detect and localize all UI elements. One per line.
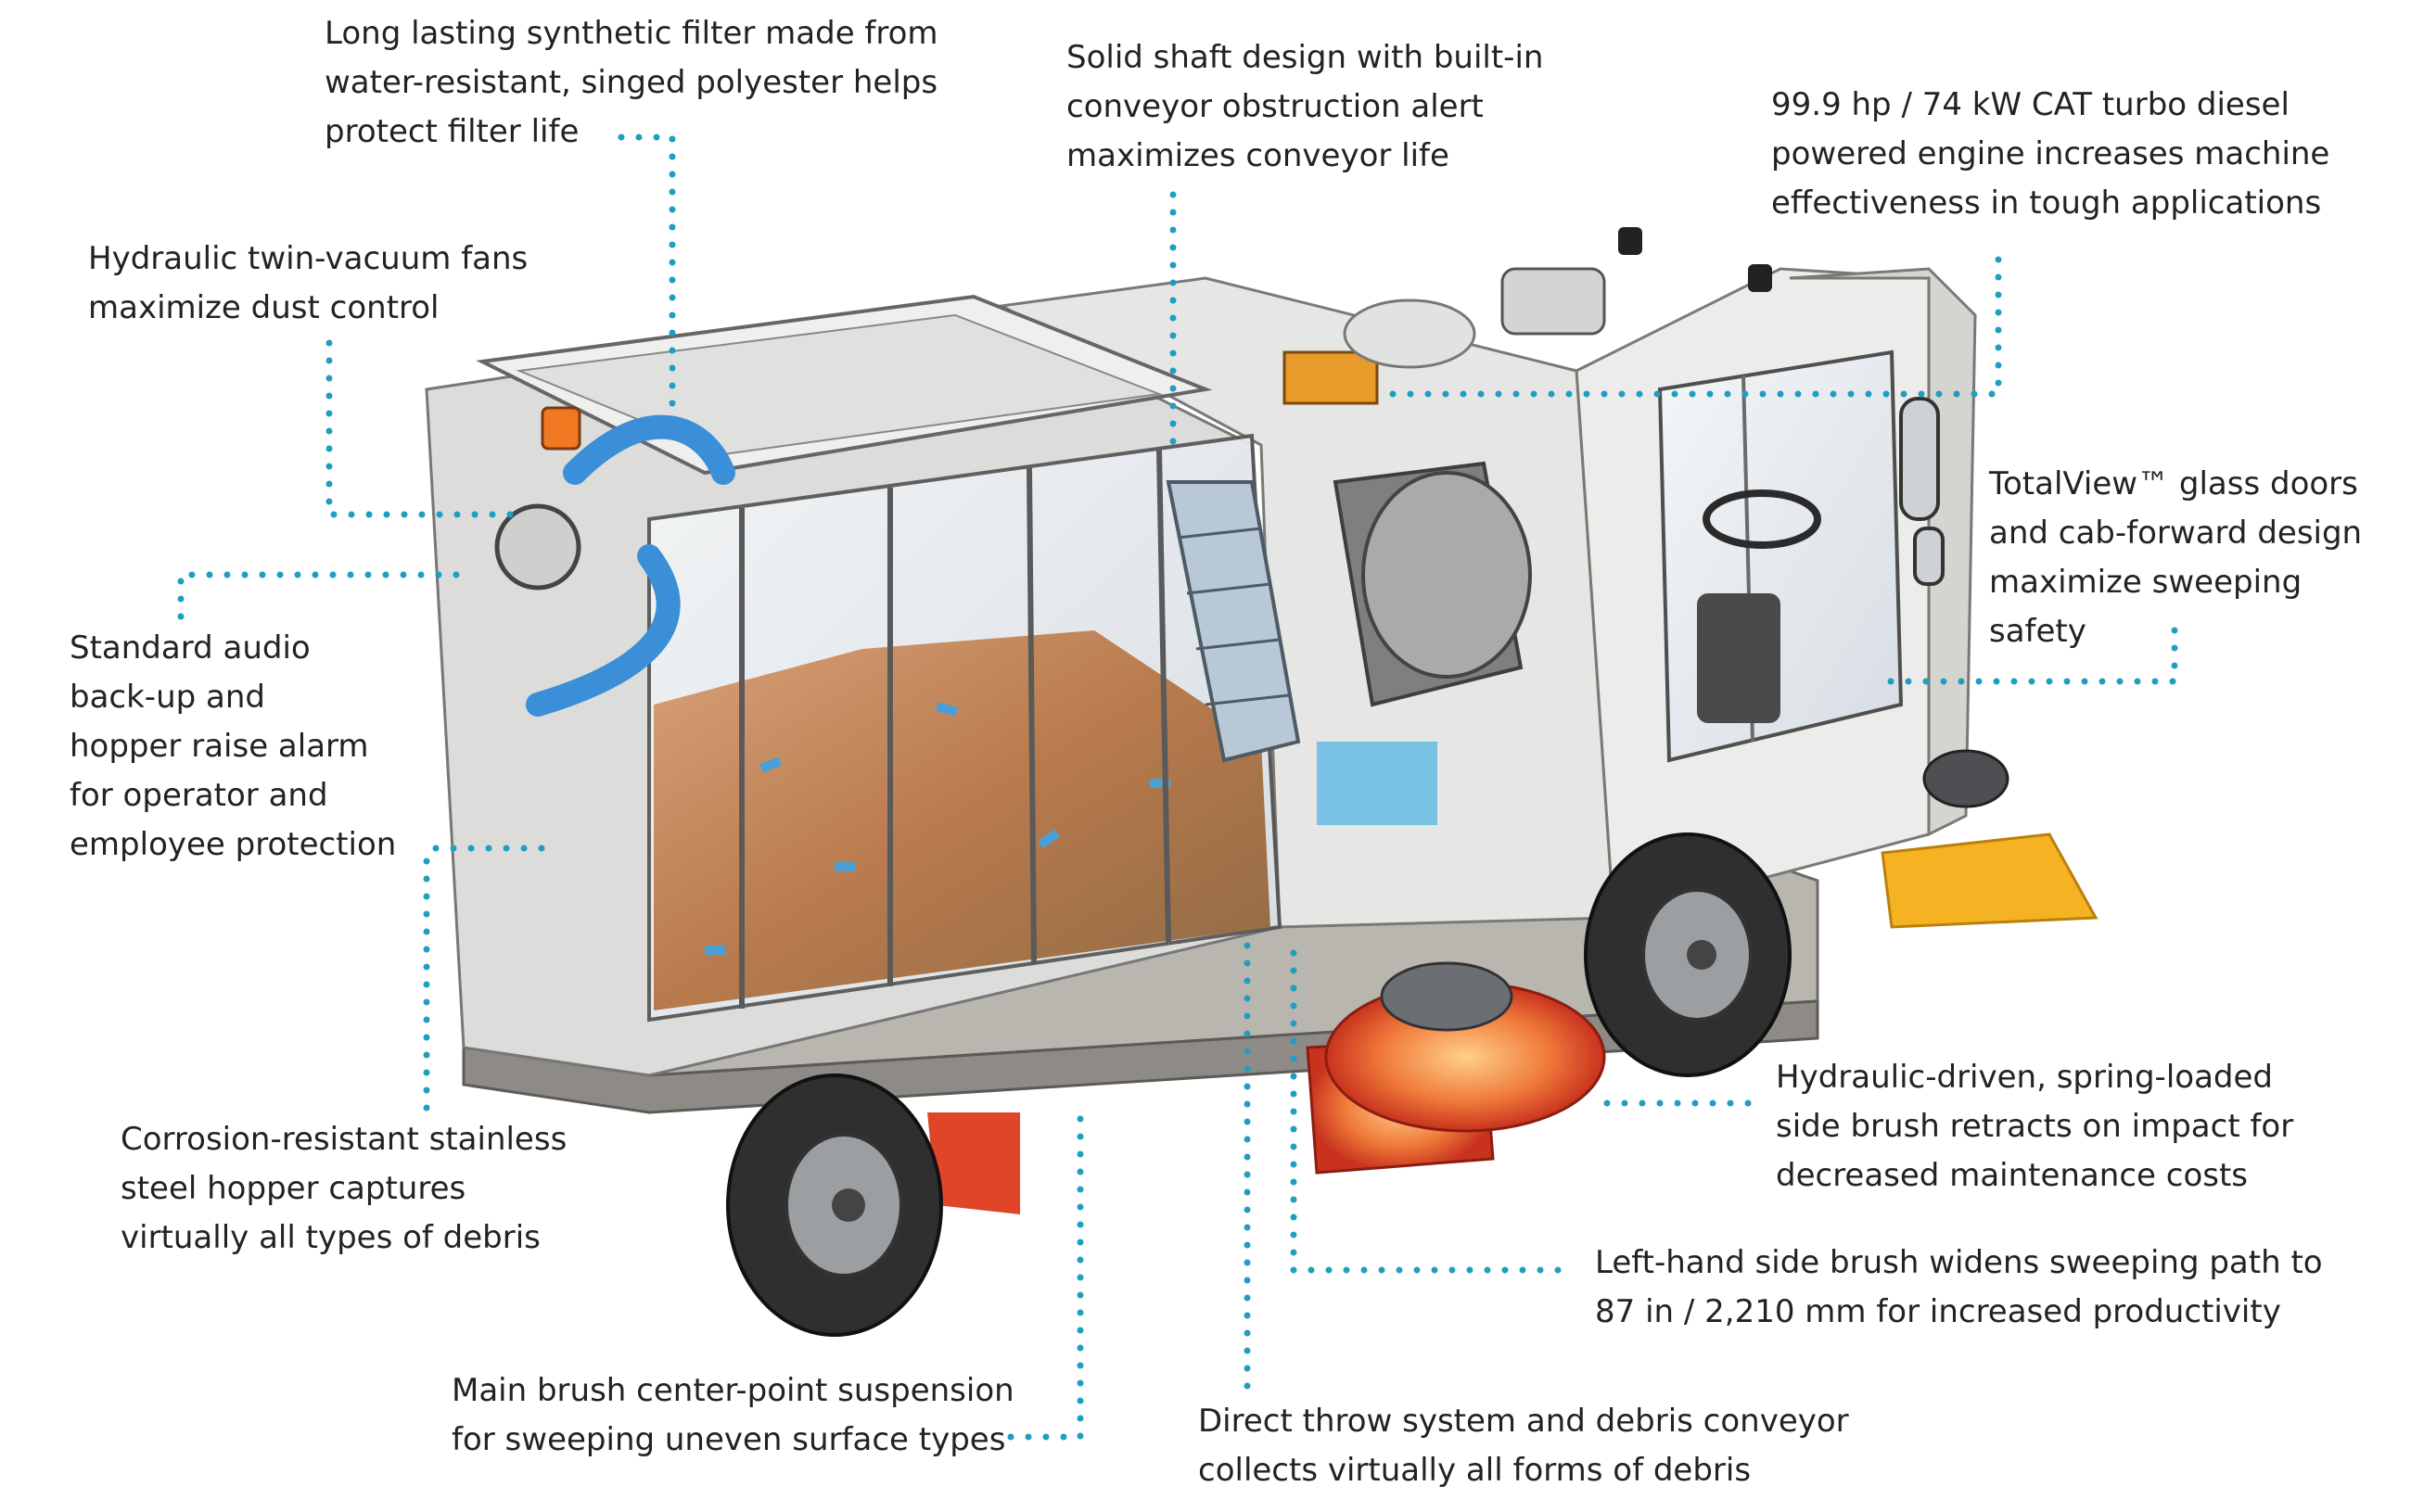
callout-shaft: Solid shaft design with built-in conveyo… (1066, 39, 1544, 174)
leader-alarm (177, 571, 472, 620)
callout-left-brush: Left-hand side brush widens sweeping pat… (1595, 1244, 2323, 1330)
leader-glass-doors (1879, 627, 2178, 685)
callout-main-brush: Main brush center-point suspension for s… (452, 1372, 1014, 1458)
airflow-arrow-lower (526, 544, 681, 717)
front-wheel (1584, 832, 1792, 1077)
conveyor (1166, 480, 1301, 763)
vacuum-fan (494, 503, 581, 591)
callout-engine: 99.9 hp / 74 kW CAT turbo diesel powered… (1771, 86, 2330, 222)
right-side-brush (1881, 749, 2098, 929)
leader-left-brush (1290, 937, 1562, 1274)
warning-beacon (541, 406, 581, 451)
rear-wheel (726, 1074, 943, 1337)
engine-compartment (997, 267, 1615, 929)
callout-filter: Long lasting synthetic filter made from … (325, 15, 938, 150)
callout-alarm: Standard audio back-up and hopper raise … (70, 629, 397, 863)
leader-lines (177, 133, 2178, 1441)
debris (654, 630, 1270, 1010)
airflow-arrow (563, 414, 735, 485)
leader-main-brush (1007, 1109, 1084, 1441)
leader-filter (618, 133, 676, 412)
callout-glass-doors: TotalView™ glass doors and cab-forward d… (1989, 465, 2363, 650)
callout-side-brush: Hydraulic-driven, spring-loaded side bru… (1776, 1059, 2294, 1194)
steering-wheel (1703, 489, 1821, 549)
callout-fans: Hydraulic twin-vacuum fans maximize dust… (88, 240, 529, 326)
callout-direct-throw: Direct throw system and debris conveyor … (1198, 1403, 1849, 1489)
leader-engine (1378, 256, 2002, 398)
hopper (425, 294, 1301, 1077)
left-side-brush (1324, 961, 1606, 1133)
callout-hopper: Corrosion-resistant stainless steel hopp… (121, 1121, 568, 1256)
cab (1575, 227, 1977, 920)
orange-engine-part (1282, 350, 1379, 405)
